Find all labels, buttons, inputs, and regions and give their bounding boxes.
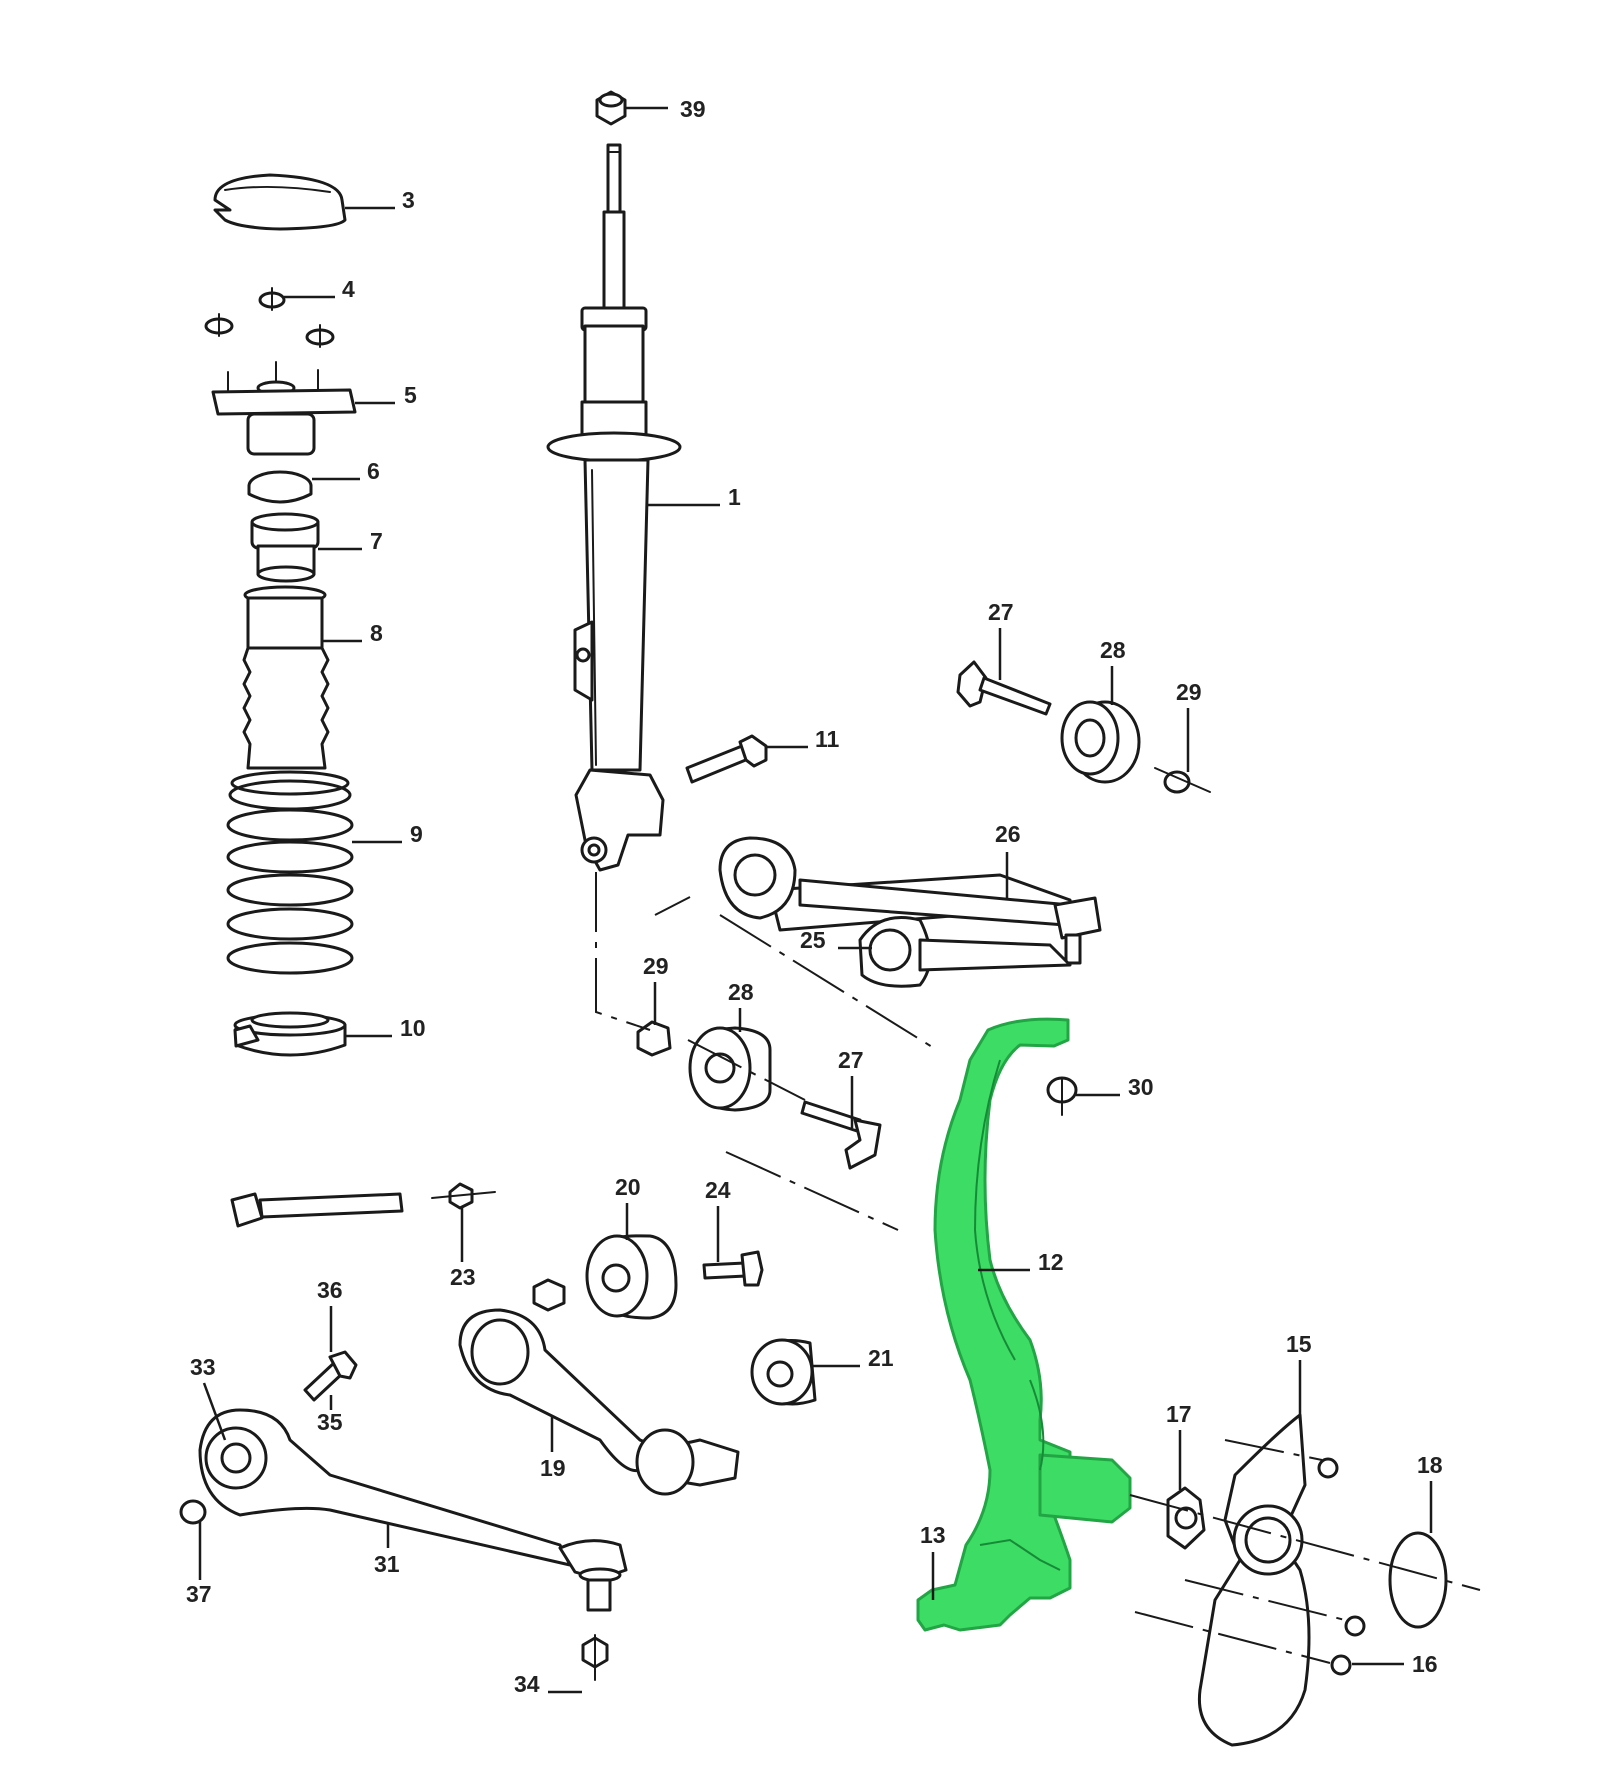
callout-label-1: 1 <box>728 484 741 510</box>
callout-label-31: 31 <box>374 1551 400 1577</box>
upper-bushing <box>1060 700 1141 784</box>
bushing-20 <box>585 1234 678 1320</box>
dust-cap <box>1388 1531 1448 1629</box>
callout-label-13: 13 <box>920 1522 946 1548</box>
long-bolt <box>230 1192 404 1228</box>
lower-control-arm <box>198 1408 628 1612</box>
callout-label-4: 4 <box>342 276 355 302</box>
upper-control-arm-bolt <box>956 660 1052 716</box>
callout-label-19: 19 <box>540 1455 566 1481</box>
shield-screws <box>1317 1457 1366 1676</box>
assembly-axis-lines <box>595 872 1481 1664</box>
callout-label-29a: 29 <box>1176 679 1202 705</box>
callout-label-29b: 29 <box>643 953 669 979</box>
callout-label-10: 10 <box>400 1015 426 1041</box>
callout-label-23: 23 <box>450 1264 476 1290</box>
strut-mount <box>211 361 357 456</box>
callout-label-25: 25 <box>800 927 826 953</box>
callout-label-33: 33 <box>190 1354 216 1380</box>
lower-rear-control-arm <box>858 916 1072 988</box>
callout-label-21: 21 <box>868 1345 894 1371</box>
small-bolt-35 <box>303 1350 358 1402</box>
callout-label-34: 34 <box>514 1671 540 1697</box>
callout-label-36: 36 <box>317 1277 343 1303</box>
callout-label-11: 11 <box>815 726 840 752</box>
brake-dust-shield <box>1197 1413 1311 1747</box>
leader-line-33 <box>202 1382 227 1441</box>
tension-strut <box>458 1308 740 1496</box>
strut-top-nut <box>595 90 627 126</box>
strut-bearing <box>247 470 313 504</box>
spring-seat-upper <box>250 512 320 583</box>
callout-label-18: 18 <box>1417 1452 1443 1478</box>
callout-label-7: 7 <box>370 528 383 554</box>
callout-label-16: 16 <box>1412 1651 1438 1677</box>
mount-nuts <box>204 287 335 348</box>
callout-label-12: 12 <box>1038 1249 1064 1275</box>
bushing-21 <box>750 1338 817 1406</box>
strut-top-cap <box>213 173 347 231</box>
callout-label-30: 30 <box>1128 1074 1154 1100</box>
crossmember-nuts <box>431 1182 566 1312</box>
callout-label-5: 5 <box>404 382 417 408</box>
callout-label-20: 20 <box>615 1174 641 1200</box>
nut-37 <box>179 1499 207 1525</box>
upper-bushing-nut <box>1154 767 1211 794</box>
spring-seat-lower <box>233 1011 347 1057</box>
callout-label-27b: 27 <box>838 1047 864 1073</box>
lower-control-arm-bolt <box>800 1100 882 1170</box>
hub-nut <box>1166 1486 1206 1550</box>
coil-spring <box>226 770 354 975</box>
callout-label-9: 9 <box>410 821 423 847</box>
callout-label-8: 8 <box>370 620 383 646</box>
callout-label-24: 24 <box>705 1177 731 1203</box>
callout-label-6: 6 <box>367 458 380 484</box>
knuckle-nut <box>1046 1076 1078 1116</box>
callout-label-37: 37 <box>186 1581 212 1607</box>
strut-clamp-bolt <box>685 734 768 784</box>
callout-label-39: 39 <box>680 96 706 122</box>
lower-bushing <box>688 1026 772 1112</box>
callout-labels: 1345678910111213151617181920212324252627… <box>186 96 1443 1697</box>
steering-knuckle-highlighted <box>916 1017 1132 1632</box>
upper-control-arm <box>718 836 1102 965</box>
callout-leaders <box>198 106 1433 1694</box>
lower-bushing-nut <box>636 1020 672 1057</box>
callout-label-26: 26 <box>995 821 1021 847</box>
nut-34 <box>581 1634 609 1681</box>
callout-label-15: 15 <box>1286 1331 1312 1357</box>
dust-boot <box>242 585 330 770</box>
callout-label-17: 17 <box>1166 1401 1192 1427</box>
callout-label-35: 35 <box>317 1409 343 1435</box>
callout-label-28b: 28 <box>728 979 754 1005</box>
callout-label-27a: 27 <box>988 599 1014 625</box>
callout-label-28a: 28 <box>1100 637 1126 663</box>
bolt-24 <box>702 1250 764 1287</box>
callout-label-3: 3 <box>402 187 415 213</box>
strut-assembly <box>546 143 682 872</box>
